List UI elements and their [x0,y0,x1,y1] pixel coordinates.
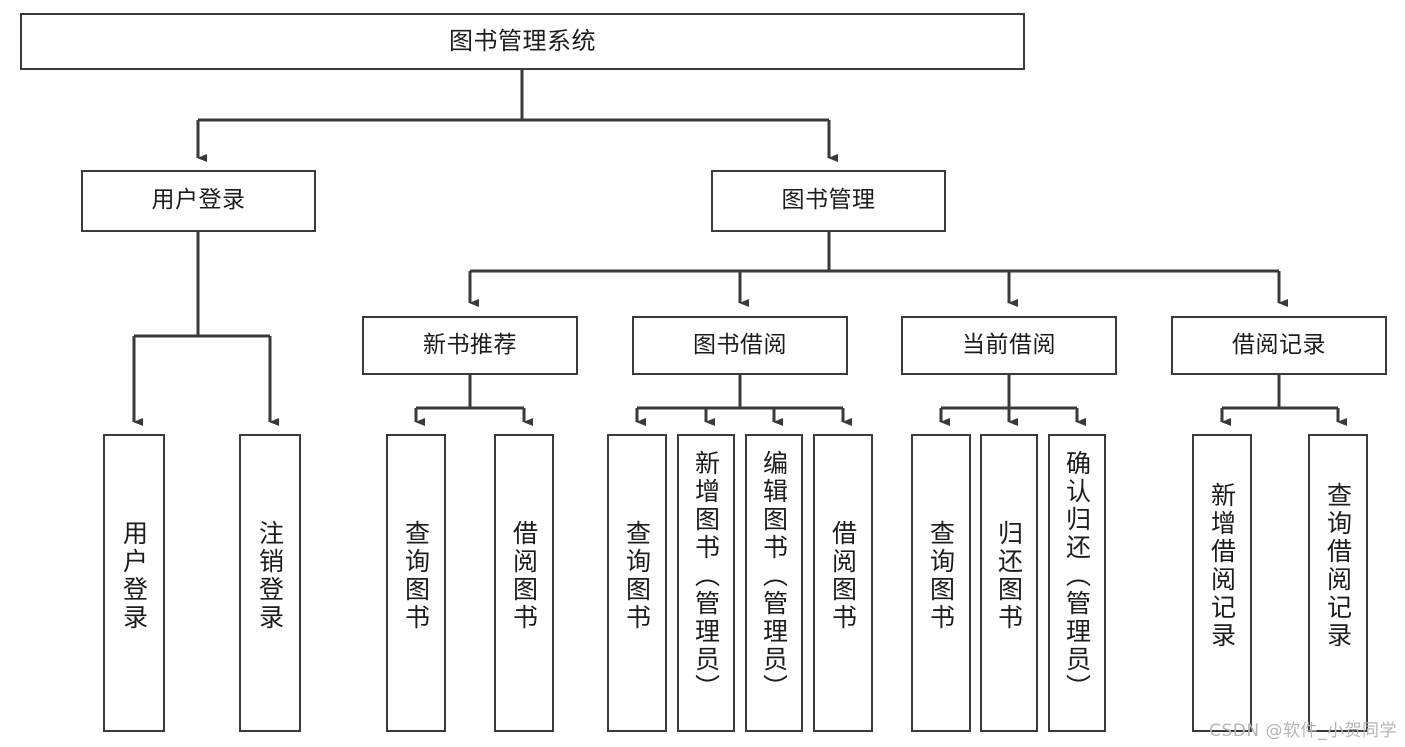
node-label: 用户登录 [151,187,246,214]
leaf-logout[interactable]: 注销登录 [239,434,301,732]
node-label: 新增借阅记录 [1207,482,1237,650]
node-label: 注销登录 [255,520,285,632]
node-current-borrow[interactable]: 当前借阅 [901,316,1117,375]
csdn-watermark: CSDN @软件_小贺同学 [1209,721,1397,741]
node-label: 查询图书 [622,520,652,632]
node-label: 图书管理 [781,187,876,214]
node-borrow-record[interactable]: 借阅记录 [1171,316,1387,375]
node-label: 借阅图书 [828,520,858,632]
node-label: 当前借阅 [962,331,1056,358]
node-label: 图书借阅 [693,331,787,358]
node-label: 新书推荐 [423,331,517,358]
node-label: 用户登录 [119,520,149,632]
leaf-query-book-newbook[interactable]: 查询图书 [386,434,446,732]
node-label: 借阅图书 [509,520,539,632]
node-book-management[interactable]: 图书管理 [711,170,946,232]
node-label: 图书管理系统 [449,27,596,56]
node-label: 借阅记录 [1232,331,1326,358]
node-root-system[interactable]: 图书管理系统 [20,13,1025,70]
leaf-add-book-admin[interactable]: 新增图书（管理员） [677,434,735,732]
leaf-query-borrow-record[interactable]: 查询借阅记录 [1308,434,1368,732]
node-new-book-recommend[interactable]: 新书推荐 [362,316,578,375]
node-label: 查询借阅记录 [1323,482,1353,650]
leaf-edit-book-admin[interactable]: 编辑图书（管理员） [745,434,803,732]
node-label: 编辑图书（管理员） [759,450,789,702]
leaf-borrow-book[interactable]: 借阅图书 [813,434,873,732]
leaf-add-borrow-record[interactable]: 新增借阅记录 [1192,434,1252,732]
node-label: 归还图书 [994,520,1024,632]
node-label: 查询图书 [926,520,956,632]
node-user-login[interactable]: 用户登录 [81,170,316,232]
leaf-confirm-return-admin[interactable]: 确认归还（管理员） [1048,434,1106,732]
node-label: 查询图书 [401,520,431,632]
leaf-user-login[interactable]: 用户登录 [103,434,165,732]
leaf-query-book-borrow[interactable]: 查询图书 [607,434,667,732]
leaf-borrow-book-newbook[interactable]: 借阅图书 [494,434,554,732]
node-book-borrow[interactable]: 图书借阅 [632,316,848,375]
node-label: 新增图书（管理员） [691,450,721,702]
leaf-query-book-current[interactable]: 查询图书 [911,434,971,732]
node-label: 确认归还（管理员） [1062,450,1092,702]
leaf-return-book[interactable]: 归还图书 [980,434,1038,732]
